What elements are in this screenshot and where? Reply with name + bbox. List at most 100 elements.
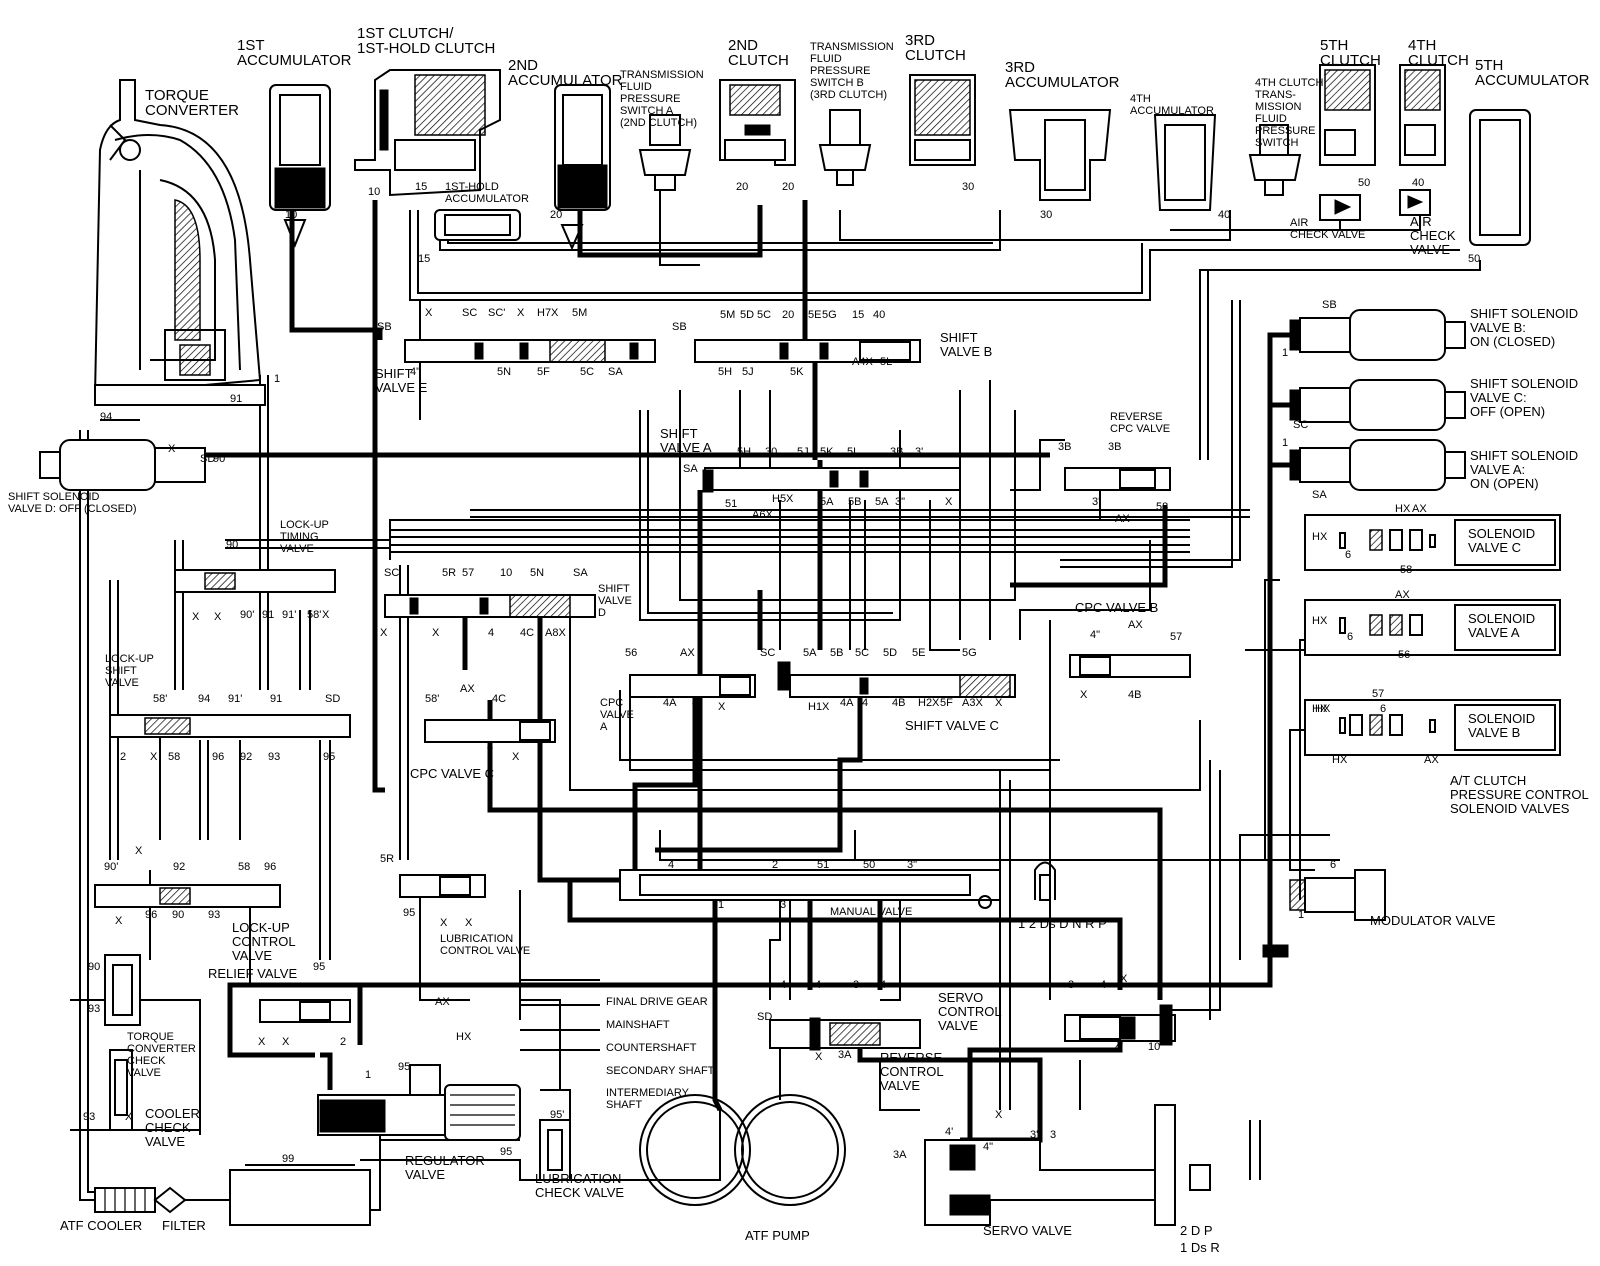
- shift-valve-a: [702, 467, 961, 493]
- label-modulator: MODULATOR VALVE: [1370, 913, 1496, 928]
- port-label: 4B: [892, 697, 905, 709]
- port-label: 3A: [838, 1049, 852, 1061]
- port-label: 4': [945, 1126, 953, 1138]
- port-label: 93: [208, 909, 220, 921]
- port-label: 4A: [840, 697, 854, 709]
- torque-converter-check-valve: [104, 954, 141, 1026]
- port-label: X: [995, 1109, 1003, 1121]
- port-label: 30: [962, 181, 974, 193]
- port-label: H7X: [537, 307, 559, 319]
- port-label: SA: [608, 366, 623, 378]
- port-label: 5E: [808, 309, 821, 321]
- port-label: 5H: [737, 446, 751, 458]
- port-label: 58': [307, 609, 321, 621]
- port-label: 5F: [537, 366, 550, 378]
- port-label: 58: [1156, 501, 1168, 513]
- port-label: 3B: [1108, 441, 1121, 453]
- port-label: 56: [625, 647, 637, 659]
- port-label: 5D: [883, 647, 897, 659]
- port-label: 91': [228, 693, 242, 705]
- manual-valve: [619, 861, 1056, 909]
- port-label: X: [465, 917, 473, 929]
- port-label: 91: [230, 393, 242, 405]
- port-label: 5N: [530, 567, 544, 579]
- port-label: 4: [880, 979, 886, 991]
- port-label: 1: [718, 899, 724, 911]
- label-secondary-shaft: SECONDARY SHAFT: [606, 1065, 715, 1077]
- port-label: 58: [168, 751, 180, 763]
- port-label: SB: [672, 321, 687, 333]
- port-label: 3: [1050, 1129, 1056, 1141]
- port-label: 3B: [1058, 441, 1071, 453]
- port-label: A3X: [962, 697, 983, 709]
- port-label: 5J: [742, 366, 754, 378]
- regulator-valve: [317, 1064, 521, 1141]
- port-label: 6: [1380, 703, 1386, 715]
- port-label: 96: [145, 909, 157, 921]
- port-label: X: [425, 307, 433, 319]
- port-label: 58': [153, 693, 167, 705]
- port-label: 90': [104, 861, 118, 873]
- port-label: X: [150, 751, 158, 763]
- port-label: 30: [1040, 209, 1052, 221]
- port-label: 40: [1412, 177, 1424, 189]
- port-label: 5K: [820, 446, 834, 458]
- port-label: 2: [340, 1036, 346, 1048]
- port-label: 5J: [797, 446, 809, 458]
- shift-valve-d: [384, 594, 596, 618]
- port-label: X: [322, 609, 330, 621]
- port-label: AX: [1424, 754, 1439, 766]
- port-label: 93: [88, 1003, 100, 1015]
- shift-solenoid-a: [1289, 439, 1466, 491]
- port-label: 96: [264, 861, 276, 873]
- port-label: 1: [1282, 437, 1288, 449]
- label-cpc-valve-b: CPC VALVE B: [1075, 600, 1158, 615]
- port-label: 2: [120, 751, 126, 763]
- port-label: 40: [1218, 209, 1230, 221]
- port-label: 96: [212, 751, 224, 763]
- port-label: 99: [282, 1153, 294, 1165]
- port-label: 5C: [757, 309, 771, 321]
- port-label: AX: [1115, 513, 1130, 525]
- port-label: 5B: [848, 496, 861, 508]
- port-label: 1: [365, 1069, 371, 1081]
- port-label: AX: [1395, 589, 1410, 601]
- port-label: 4": [1090, 629, 1100, 641]
- port-label: 92: [240, 751, 252, 763]
- port-label: SC': [488, 307, 505, 319]
- port-label: 4: [815, 979, 821, 991]
- lock-up-control-valve: [94, 884, 281, 908]
- port-label: HX: [1312, 703, 1328, 715]
- port-label: H5X: [772, 493, 794, 505]
- port-label: 5A: [875, 496, 889, 508]
- shift-solenoid-d: [39, 439, 206, 491]
- port-label: 3": [895, 496, 905, 508]
- shift-solenoid-c: [1289, 379, 1466, 431]
- cpc-valve-c: [424, 719, 556, 743]
- lock-up-shift-valve: [109, 714, 351, 738]
- port-label: 5G: [822, 309, 837, 321]
- port-label: 95: [398, 1061, 410, 1073]
- label-manual-valve: MANUAL VALVE: [830, 906, 912, 918]
- port-label: X: [135, 845, 143, 857]
- label-countershaft: COUNTERSHAFT: [606, 1042, 697, 1054]
- clutch-2nd: [719, 79, 796, 166]
- port-label: 4: [692, 697, 698, 709]
- port-label: X: [1080, 689, 1088, 701]
- air-check-valve-1: [1319, 194, 1361, 221]
- port-label: 15: [418, 253, 430, 265]
- port-label: HX: [1312, 615, 1328, 627]
